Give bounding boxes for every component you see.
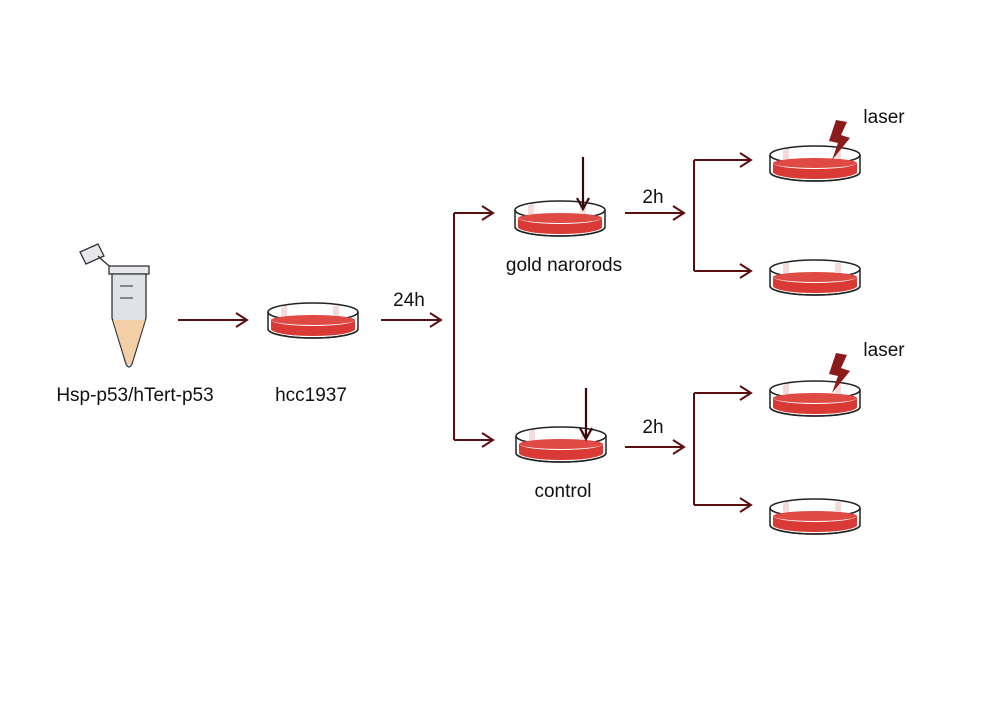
branch-bracket-groups xyxy=(453,205,495,448)
arrow-to-cells xyxy=(178,312,249,328)
petri-dish-icon xyxy=(515,426,607,463)
laser-label-treatment: laser xyxy=(863,107,905,128)
arrow-wait-control xyxy=(625,439,686,455)
wait-control-label: 2h xyxy=(642,417,663,438)
petri-dish-icon xyxy=(769,145,861,182)
cell-line-label: hcc1937 xyxy=(275,385,347,406)
branch-bracket-control xyxy=(693,385,753,513)
addition-arrow xyxy=(576,157,590,212)
lightning-bolt-icon xyxy=(829,353,850,393)
incubation-time-label: 24h xyxy=(393,290,425,311)
plasmid-label: Hsp-p53/hTert-p53 xyxy=(56,385,213,406)
wait-treatment-label: 2h xyxy=(642,187,663,208)
petri-dish-icon xyxy=(514,200,606,237)
treatment-label: gold narorods xyxy=(506,255,622,276)
branch-bracket-treatment xyxy=(693,152,753,279)
petri-dish-icon xyxy=(769,380,861,417)
arrow-wait-treatment xyxy=(625,205,686,221)
addition-arrow xyxy=(579,388,593,442)
laser-label-control: laser xyxy=(863,340,905,361)
arrow-incubation xyxy=(381,312,443,328)
petri-dish-icon xyxy=(769,498,861,535)
petri-dish-icon xyxy=(267,302,359,339)
microcentrifuge-tube-icon xyxy=(79,243,150,368)
petri-dish-icon xyxy=(769,259,861,296)
lightning-bolt-icon xyxy=(829,120,850,160)
control-label: control xyxy=(534,481,591,502)
